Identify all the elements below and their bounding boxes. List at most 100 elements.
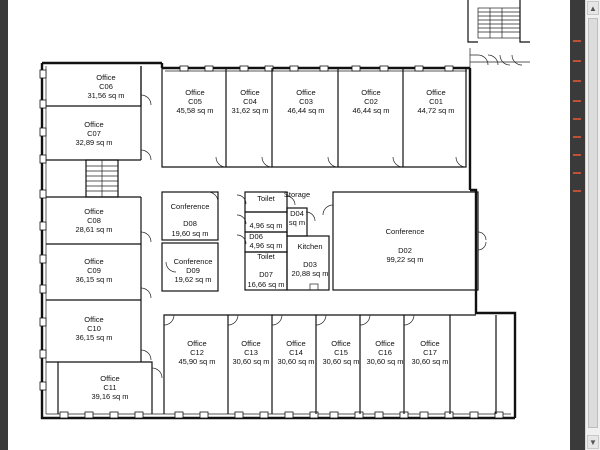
- room-code: C17: [423, 348, 437, 357]
- room-area: 44,72 sq m: [417, 106, 454, 115]
- room-name: Toilet: [257, 252, 275, 261]
- room-name: Office: [240, 88, 259, 97]
- edge-marker: [573, 40, 581, 42]
- room-c08[interactable]: Office C08 28,61 sq m: [75, 207, 112, 234]
- room-area: 19,62 sq m: [174, 275, 211, 284]
- room-name: Office: [185, 88, 204, 97]
- room-d06[interactable]: D06 4,96 sq m Toilet: [249, 232, 282, 261]
- room-c03[interactable]: Office C03 46,44 sq m: [287, 88, 324, 115]
- room-d04[interactable]: Storage D04 sq m: [284, 190, 310, 227]
- conference-d02-walls: [322, 191, 487, 291]
- south-windows: [59, 411, 504, 419]
- room-area: 30,60 sq m: [232, 357, 269, 366]
- room-c01[interactable]: Office C01 44,72 sq m: [417, 88, 454, 115]
- room-code: C01: [429, 97, 443, 106]
- room-area: 30,60 sq m: [322, 357, 359, 366]
- room-c14[interactable]: Office C14 30,60 sq m: [277, 339, 314, 366]
- room-name: Conference: [171, 202, 210, 211]
- edge-marker: [573, 190, 581, 192]
- room-code: C12: [190, 348, 204, 357]
- room-name: Office: [84, 207, 103, 216]
- room-area: 30,60 sq m: [366, 357, 403, 366]
- room-c11[interactable]: Office C11 39,16 sq m: [91, 374, 128, 401]
- room-name: Office: [241, 339, 260, 348]
- room-area: 19,60 sq m: [171, 229, 208, 238]
- room-name: Office: [286, 339, 305, 348]
- room-name: Office: [100, 374, 119, 383]
- edge-marker: [573, 80, 581, 82]
- background-window-edge: [0, 0, 8, 450]
- room-name: Office: [426, 88, 445, 97]
- room-name: Kitchen: [297, 242, 322, 251]
- room-code: C16: [378, 348, 392, 357]
- room-code: C05: [188, 97, 202, 106]
- room-c16[interactable]: Office C16 30,60 sq m: [366, 339, 403, 366]
- room-name: Office: [84, 315, 103, 324]
- room-name: Office: [331, 339, 350, 348]
- room-name: Office: [96, 73, 115, 82]
- room-code: C03: [299, 97, 313, 106]
- edge-marker: [573, 136, 581, 138]
- room-c05[interactable]: Office C05 45,58 sq m: [176, 88, 213, 115]
- room-c13[interactable]: Office C13 30,60 sq m: [232, 339, 269, 366]
- west-windows: [39, 69, 47, 391]
- vertical-scrollbar[interactable]: ▲ ▼: [585, 0, 600, 450]
- room-d09[interactable]: Conference D09 19,62 sq m: [174, 257, 213, 284]
- room-area: 28,61 sq m: [75, 225, 112, 234]
- room-code: C10: [87, 324, 101, 333]
- room-c12[interactable]: Office C12 45,90 sq m: [178, 339, 215, 366]
- room-code: D02: [398, 246, 412, 255]
- scroll-up-arrow-icon[interactable]: ▲: [587, 1, 599, 15]
- room-name: Conference: [386, 227, 425, 236]
- entrance-stairs: [467, 0, 530, 68]
- background-window-edge-right: [570, 0, 585, 450]
- floor-plan: Office C06 31,56 sq m Office C07 32,89 s…: [39, 0, 530, 420]
- room-code: D08: [183, 219, 197, 228]
- room-area: 39,16 sq m: [91, 392, 128, 401]
- room-d07[interactable]: D07 16,66 sq m: [247, 270, 284, 289]
- room-area: 99,22 sq m: [386, 255, 423, 264]
- room-d02[interactable]: Conference D02 99,22 sq m: [386, 227, 425, 264]
- south-offices-walls: [163, 314, 497, 414]
- room-c09[interactable]: Office C09 36,15 sq m: [75, 257, 112, 284]
- room-name: Office: [375, 339, 394, 348]
- room-d08[interactable]: Conference D08 19,60 sq m: [171, 202, 210, 238]
- room-name: Storage: [284, 190, 310, 199]
- room-area: 4,96 sq m: [250, 241, 283, 250]
- edge-marker: [573, 60, 581, 62]
- scroll-down-arrow-icon[interactable]: ▼: [587, 435, 599, 449]
- room-c10[interactable]: Office C10 36,15 sq m: [75, 315, 112, 342]
- room-code: C07: [87, 129, 101, 138]
- room-area: 30,60 sq m: [277, 357, 314, 366]
- room-area: 16,66 sq m: [247, 280, 284, 289]
- room-c15[interactable]: Office C15 30,60 sq m: [322, 339, 359, 366]
- room-d03[interactable]: Kitchen D03 20,88 sq m: [291, 242, 328, 278]
- room-code: D07: [259, 270, 273, 279]
- room-c06[interactable]: Office C06 31,56 sq m: [87, 73, 124, 100]
- room-name: Toilet: [257, 194, 275, 203]
- room-c07[interactable]: Office C07 32,89 sq m: [75, 120, 112, 147]
- edge-marker: [573, 118, 581, 120]
- room-c02[interactable]: Office C02 46,44 sq m: [352, 88, 389, 115]
- room-area: 30,60 sq m: [411, 357, 448, 366]
- west-stairs: [85, 159, 119, 198]
- room-area: 45,58 sq m: [176, 106, 213, 115]
- room-code: C15: [334, 348, 348, 357]
- room-area: 45,90 sq m: [178, 357, 215, 366]
- room-code: C06: [99, 82, 113, 91]
- edge-marker: [573, 154, 581, 156]
- room-code: D04: [290, 209, 304, 218]
- room-c04[interactable]: Office C04 31,62 sq m: [231, 88, 268, 115]
- room-code: C13: [244, 348, 258, 357]
- room-c17[interactable]: Office C17 30,60 sq m: [411, 339, 448, 366]
- room-code: C14: [289, 348, 303, 357]
- north-windows: [179, 65, 454, 72]
- room-area: 46,44 sq m: [287, 106, 324, 115]
- room-code: C11: [103, 383, 116, 392]
- scroll-thumb[interactable]: [588, 18, 598, 428]
- edge-marker: [573, 172, 581, 174]
- room-name: Office: [296, 88, 315, 97]
- room-name: Office: [187, 339, 206, 348]
- room-d05[interactable]: Toilet 4,96 sq m: [250, 194, 283, 230]
- room-area: sq m: [289, 218, 305, 227]
